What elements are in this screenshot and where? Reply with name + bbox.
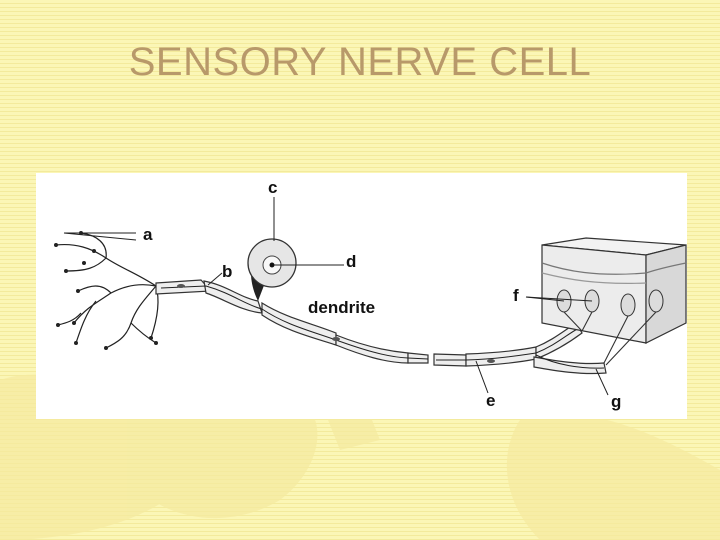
label-d: d bbox=[346, 252, 356, 271]
label-f: f bbox=[513, 286, 519, 305]
nerve-fiber bbox=[155, 279, 607, 375]
label-a: a bbox=[143, 225, 153, 244]
leader-lines bbox=[63, 197, 609, 396]
schwann-nuclei bbox=[177, 284, 495, 363]
axon-core bbox=[160, 285, 605, 369]
nerve-cell-illustration: a b c d dendrite e f g bbox=[54, 178, 687, 411]
dendrite-branches bbox=[55, 232, 159, 349]
label-e: e bbox=[486, 391, 495, 410]
label-b: b bbox=[222, 262, 232, 281]
label-c: c bbox=[268, 178, 277, 197]
label-g: g bbox=[611, 392, 621, 411]
receptor-fibers bbox=[563, 311, 657, 366]
slide-title: SENSORY NERVE CELL bbox=[128, 40, 592, 84]
dendrite-tips bbox=[54, 231, 158, 350]
cell-body bbox=[247, 238, 297, 301]
label-dendrite: dendrite bbox=[308, 298, 375, 317]
nerve-cell-diagram: a b c d dendrite e f g bbox=[36, 173, 687, 419]
